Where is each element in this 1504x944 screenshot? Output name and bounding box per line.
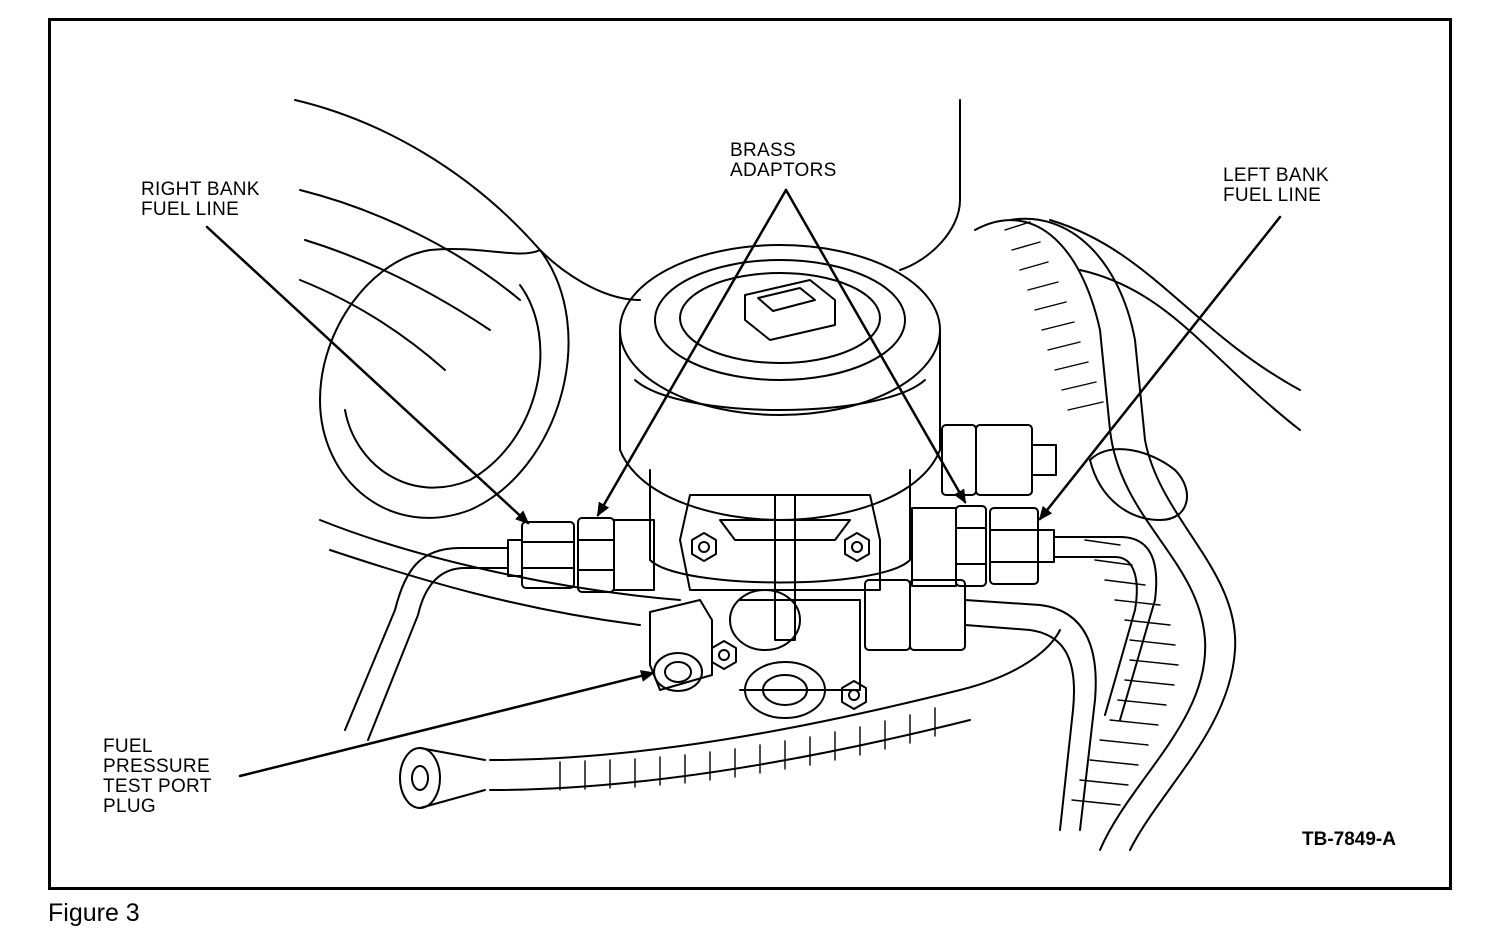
- fuel-lines: [344, 536, 1158, 831]
- mounting-bolts: [691, 532, 870, 710]
- label-left-bank-fuel-line: LEFT BANK FUEL LINE: [1223, 165, 1329, 206]
- wire-harness: [489, 217, 1301, 851]
- brass-adaptor-arrow-right: [784, 188, 967, 504]
- test-port-plug: [649, 599, 713, 692]
- right-bank-arrow: [205, 225, 530, 525]
- figure-frame: [48, 18, 1452, 890]
- intake-duct: [294, 99, 681, 626]
- test-port-arrow: [238, 670, 655, 778]
- label-brass-adaptors: BRASS ADAPTORS: [730, 140, 837, 181]
- filter-body: [619, 244, 941, 584]
- label-fuel-pressure-test-port-plug: FUEL PRESSURE TEST PORT PLUG: [103, 736, 212, 817]
- left-bank-arrow: [1038, 215, 1282, 521]
- housing-edge: [899, 99, 961, 271]
- left-bank-fittings: [864, 424, 1057, 651]
- hose-stub: [399, 747, 486, 809]
- brass-adaptor-arrow-left: [596, 188, 788, 517]
- reference-code: TB-7849-A: [1302, 829, 1396, 850]
- figure-caption: Figure 3: [48, 899, 140, 927]
- label-right-bank-fuel-line: RIGHT BANK FUEL LINE: [141, 179, 260, 220]
- right-bank-fittings: [507, 517, 655, 593]
- harness-ribs: [559, 221, 1179, 806]
- manifold-block: [679, 494, 881, 719]
